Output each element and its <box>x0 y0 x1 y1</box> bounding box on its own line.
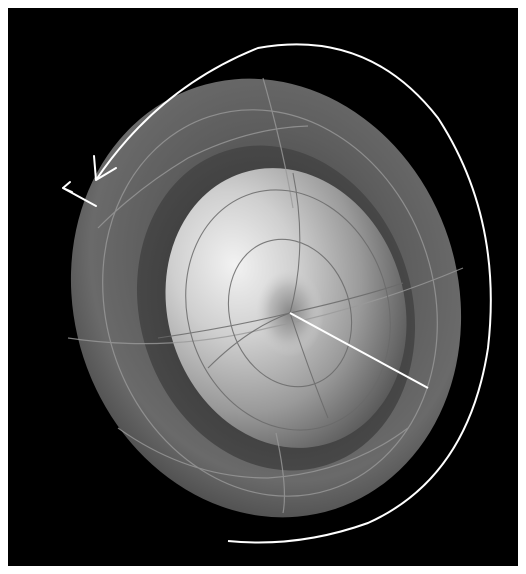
torus-scene <box>8 8 518 566</box>
render-viewport <box>8 8 518 566</box>
